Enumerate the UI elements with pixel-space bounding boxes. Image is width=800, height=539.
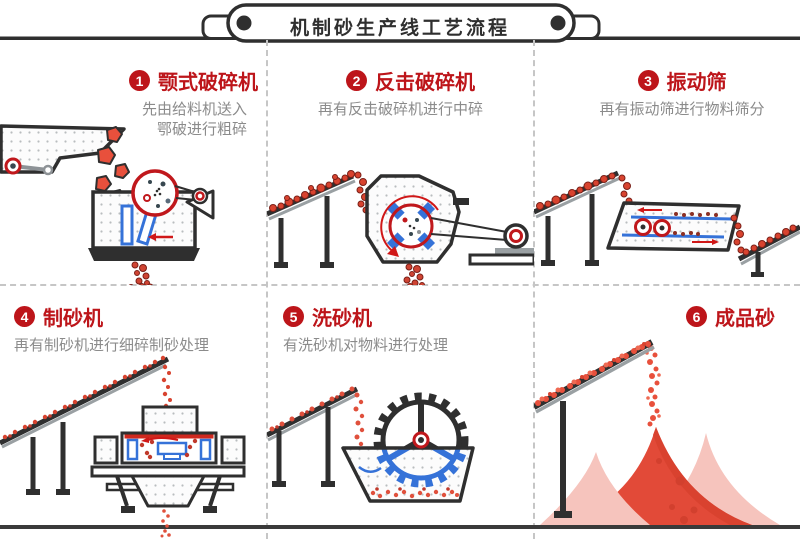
impact-crusher-illustration: [267, 170, 534, 285]
step-title: 成品砂: [715, 308, 775, 330]
step-description: 再有振动筛进行物料筛分: [599, 101, 765, 118]
step-header: 6 成品砂: [686, 302, 775, 331]
step-header: 5 洗砂机: [283, 302, 372, 331]
crushed-material: [403, 263, 425, 285]
step-number-badge: 5: [283, 306, 304, 327]
step-header: 3 振动筛: [564, 66, 800, 95]
banner-pill: [226, 3, 576, 43]
wheel-hub-center: [418, 437, 424, 443]
step-description: 再有反击破碎机进行中碎: [317, 101, 483, 118]
sand-making-machine-illustration: [0, 355, 246, 538]
step-description: 有洗砂机对物料进行处理: [283, 337, 449, 354]
panel-vibrating-screen: 3 振动筛 再有振动筛进行物料筛分: [534, 40, 800, 285]
vibrating-feeder: [0, 124, 126, 176]
step-header: 1 颚式破碎机: [129, 66, 258, 95]
banner-left-dot: [236, 15, 252, 31]
panel-sand-making-machine: 4 制砂机 再有制砂机进行细碎制砂处理: [0, 285, 267, 539]
sand-washing-machine-illustration: [267, 386, 475, 503]
feed-conveyor: [267, 386, 365, 487]
step-header: 2 反击破碎机: [287, 66, 534, 95]
step-header: 4 制砂机: [14, 302, 103, 331]
step-number-badge: 4: [14, 306, 35, 327]
panel-jaw-crusher: 1 颚式破碎机 先由给料机送入 鄂破进行粗碎: [0, 40, 267, 285]
step-number-badge: 6: [686, 306, 707, 327]
stacker-conveyor: [534, 339, 655, 518]
falling-sand: [161, 364, 172, 409]
step-title: 洗砂机: [312, 308, 372, 330]
step-title: 振动筛: [666, 72, 727, 94]
basin-outline: [341, 446, 475, 503]
step-description: 先由给料机送入 鄂破进行粗碎: [141, 101, 247, 139]
sand-pile-pink-left: [540, 452, 650, 525]
water-ripple: [358, 466, 382, 473]
sand-output: [160, 509, 171, 538]
sand-on-belt: [535, 341, 651, 406]
column-divider: [266, 40, 268, 539]
crusher-housing: [365, 174, 469, 264]
finished-sand-illustration: [534, 339, 780, 525]
banner-right-dot: [550, 15, 566, 31]
drive-belt-and-pulley: [430, 217, 534, 266]
column-divider: [533, 40, 535, 539]
row-divider: [0, 284, 800, 286]
panel-finished-sand: 6 成品砂: [534, 285, 800, 539]
jaw-crusher-illustration: [0, 124, 215, 285]
feed-conveyor: [0, 355, 172, 495]
screen-box: [606, 201, 741, 252]
falling-sand: [353, 392, 365, 447]
vibrating-screen-illustration: [534, 170, 800, 277]
feed-conveyor: [267, 170, 370, 268]
step-number-badge: 1: [129, 70, 150, 91]
step-title: 反击破碎机: [375, 72, 475, 94]
flywheel: [131, 169, 215, 220]
panel-impact-crusher: 2 反击破碎机 再有反击破碎机进行中碎: [267, 40, 534, 285]
sand-maker-body: [90, 405, 246, 513]
step-description: 再有制砂机进行细碎制砂处理: [14, 337, 210, 354]
panel-sand-washing-machine: 5 洗砂机 有洗砂机对物料进行处理: [267, 285, 534, 539]
sand-on-belt: [2, 355, 166, 440]
title-banner-decoration: [0, 3, 800, 43]
step-title: 颚式破碎机: [158, 72, 258, 94]
sand-in-basin: [370, 487, 459, 499]
step-number-badge: 2: [346, 70, 367, 91]
falling-sand: [645, 345, 661, 427]
ground-line: [0, 525, 800, 529]
crushed-material: [128, 261, 153, 285]
discharge-conveyor: [730, 214, 800, 277]
step-number-badge: 3: [637, 70, 659, 91]
step-title: 制砂机: [43, 308, 103, 330]
feed-conveyor: [534, 170, 633, 266]
sand-on-belt: [269, 386, 355, 432]
page-title: 机制砂生产线工艺流程: [289, 18, 510, 39]
